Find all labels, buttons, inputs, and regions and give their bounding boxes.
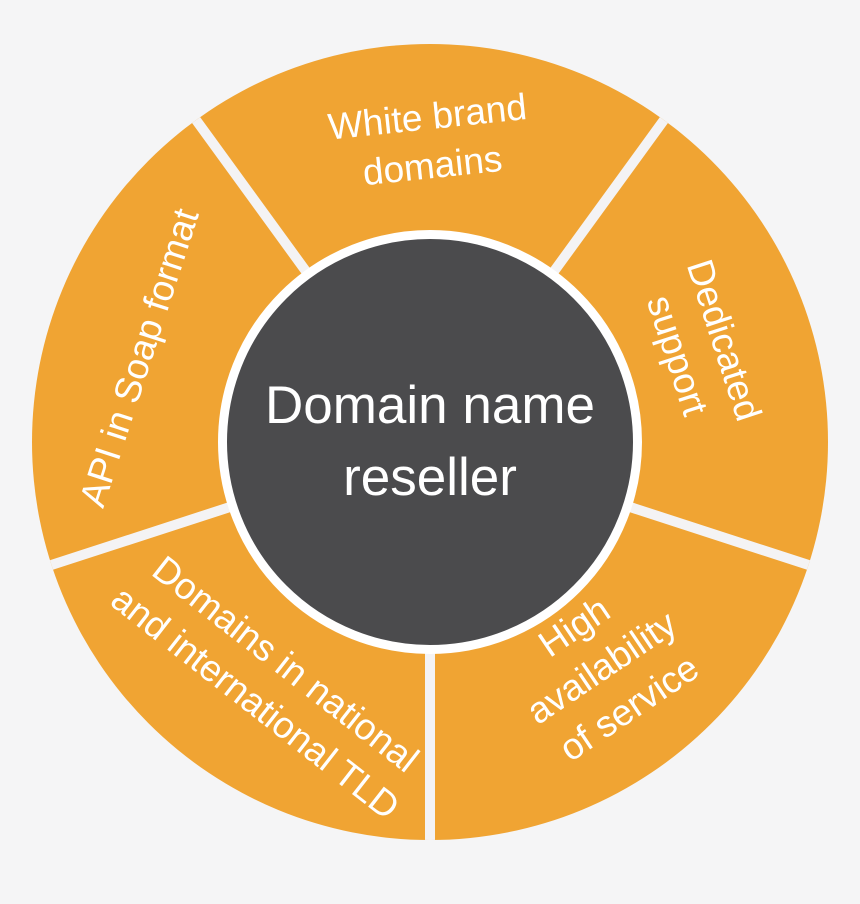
benefits-wheel: White brand domains Dedicated support Hi…: [32, 44, 828, 840]
segment-label-dedicated-support: Dedicated support: [639, 254, 770, 426]
center-hub-circle: Domain name reseller: [218, 230, 642, 654]
diagram-center-title: Domain name reseller: [265, 376, 595, 507]
segment-label-white-brand-domains: White brand domains: [326, 85, 529, 194]
segment-label-api-in-soap-format: API in Soap format: [71, 203, 207, 512]
